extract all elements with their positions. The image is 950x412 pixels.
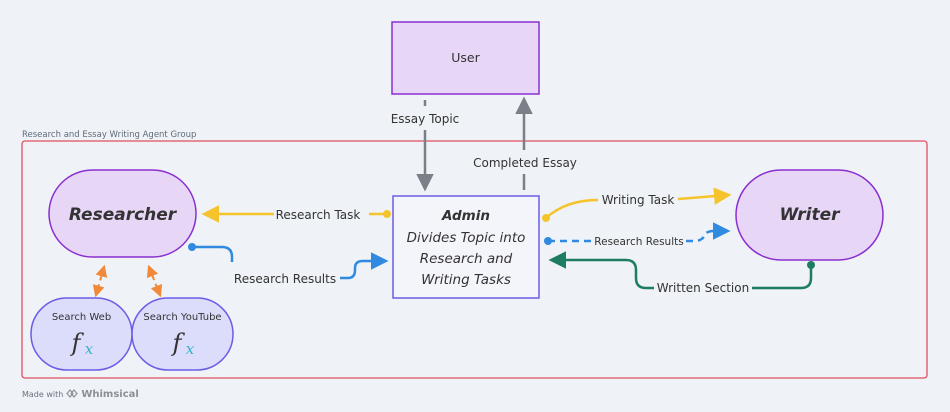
written-section-edge-end [548, 251, 654, 290]
tool-connector-web [92, 264, 108, 298]
made-with-text: Made with [22, 390, 64, 399]
search-youtube-tool[interactable]: Search YouTube f x [131, 297, 234, 371]
writing-task-edge[interactable]: Writing Task [542, 187, 732, 222]
research-results-right-edge-end [686, 222, 731, 243]
research-results-left-label: Research Results [234, 272, 336, 286]
whimsical-logo-icon [66, 389, 79, 400]
research-task-edge[interactable]: Research Task [201, 205, 391, 223]
researcher-node[interactable]: Researcher [48, 169, 197, 258]
admin-title: Admin [441, 208, 490, 224]
research-results-right-edge[interactable]: Research Results [544, 222, 731, 248]
function-subscript: x [186, 340, 195, 358]
function-subscript: x [85, 340, 94, 358]
agent-group-label: Research and Essay Writing Agent Group [22, 130, 196, 140]
researcher-label: Researcher [69, 205, 178, 225]
writing-task-label: Writing Task [602, 193, 675, 207]
whimsical-brand: Whimsical [81, 389, 139, 400]
search-youtube-label: Search YouTube [143, 312, 221, 323]
written-section-label: Written Section [657, 281, 749, 295]
search-web-tool[interactable]: Search Web f x [30, 297, 133, 371]
tool-connector-youtube [146, 264, 163, 298]
writing-task-edge-start [545, 198, 599, 219]
research-results-left-edge[interactable]: Research Results [188, 243, 389, 286]
completed-essay-edge[interactable]: Completed Essay [473, 96, 577, 190]
admin-line-2: Research and [420, 251, 513, 267]
user-node-label: User [451, 50, 480, 65]
research-results-left-edge-end [340, 252, 389, 280]
essay-topic-label: Essay Topic [391, 112, 460, 126]
writing-task-edge-end [677, 187, 732, 205]
written-section-edge[interactable]: Written Section [548, 251, 815, 295]
completed-essay-label: Completed Essay [473, 156, 577, 170]
agent-group-frame [21, 140, 928, 379]
user-node[interactable]: User [391, 21, 540, 95]
admin-node[interactable]: Admin Divides Topic into Research and Wr… [392, 195, 540, 299]
admin-line-1: Divides Topic into [407, 230, 526, 246]
research-results-right-label: Research Results [594, 236, 683, 248]
writer-node[interactable]: Writer [735, 169, 884, 261]
writer-label: Writer [779, 205, 841, 225]
admin-line-3: Writing Tasks [421, 272, 511, 288]
research-results-left-edge-start [192, 245, 234, 262]
search-web-label: Search Web [52, 312, 111, 323]
essay-topic-edge[interactable]: Essay Topic [391, 100, 460, 192]
footer: Made with Whimsical [22, 389, 139, 400]
research-task-label: Research Task [276, 208, 361, 222]
written-section-edge-start [752, 265, 813, 290]
